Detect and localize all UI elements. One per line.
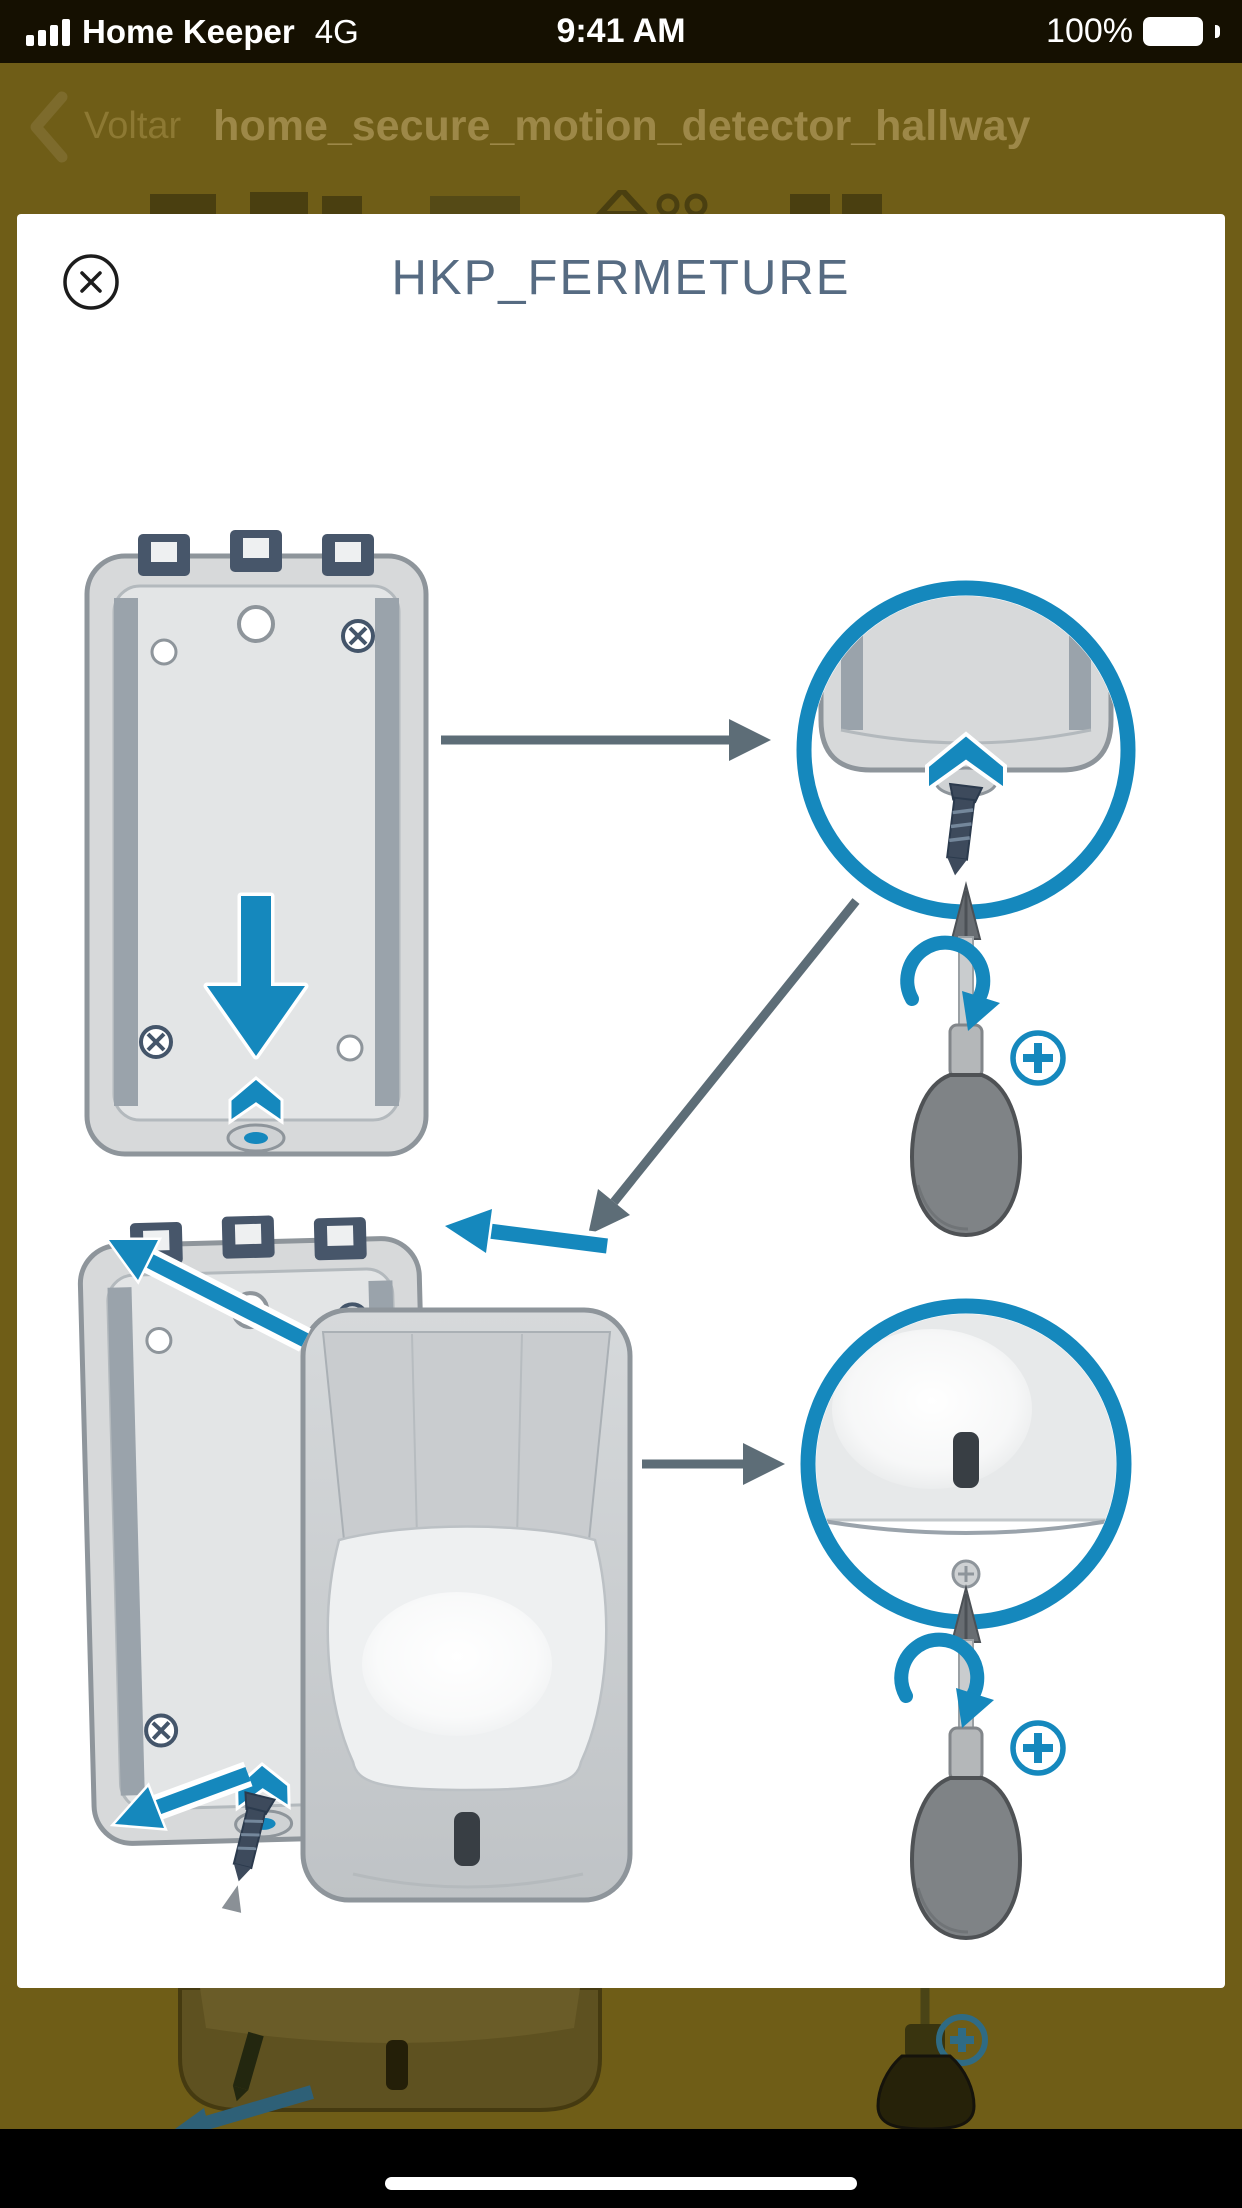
attach-arrows	[104, 1205, 609, 1831]
modal-title: HKP_FERMETURE	[391, 251, 851, 305]
bottom-screw-step2	[221, 1791, 277, 1913]
carrier-label: Home Keeper	[82, 12, 295, 50]
screwdriver-icon-1	[910, 883, 1022, 1237]
nav-bar: Voltar home_secure_motion_detector_hallw…	[0, 63, 1242, 190]
phillips-head-badge-2	[1013, 1723, 1063, 1773]
back-button[interactable]: Voltar	[0, 88, 187, 166]
network-label: 4G	[314, 12, 359, 50]
signal-bars-icon	[26, 18, 70, 46]
close-button[interactable]	[61, 252, 121, 312]
status-right: 100%	[1046, 12, 1242, 51]
circle-x-icon	[63, 254, 119, 310]
phillips-head-badge-1	[1013, 1033, 1063, 1083]
magnifier-closed-detail	[800, 1298, 1132, 1940]
battery-percent-label: 100%	[1046, 12, 1133, 50]
screw	[946, 782, 984, 876]
rotate-clockwise-arrow-2	[901, 1640, 994, 1728]
instruction-modal: HKP_FERMETURE	[17, 214, 1225, 1988]
slide-down-arrow	[203, 892, 309, 1060]
status-bar: Home Keeper 4G 9:41 AM 100%	[0, 0, 1242, 63]
arrow-to-detail-2	[642, 1443, 785, 1485]
closure-instruction-diagram	[17, 334, 1136, 1940]
arrow-to-detail-1	[441, 719, 771, 761]
dimmed-content-bottom	[174, 1988, 988, 2129]
detector-front-cover	[300, 1307, 633, 1903]
battery-icon	[1143, 17, 1203, 46]
magnifier-screw-detail	[796, 580, 1136, 1237]
page-title: home_secure_motion_detector_hallway	[213, 102, 1031, 150]
led-slot	[454, 1812, 480, 1866]
back-button-label: Voltar	[84, 105, 182, 147]
clock-label: 9:41 AM	[556, 12, 686, 50]
flow-arrow-diagonal	[588, 898, 860, 1235]
battery-cap-icon	[1215, 25, 1220, 38]
status-left: Home Keeper 4G	[0, 13, 359, 51]
dimmed-content-top	[150, 190, 882, 214]
home-indicator[interactable]	[385, 2177, 857, 2190]
mounting-plate-step1	[87, 530, 426, 1154]
rotate-clockwise-arrow-1	[907, 943, 1000, 1031]
chevron-left-icon	[30, 91, 68, 162]
home-strip	[0, 2129, 1242, 2208]
